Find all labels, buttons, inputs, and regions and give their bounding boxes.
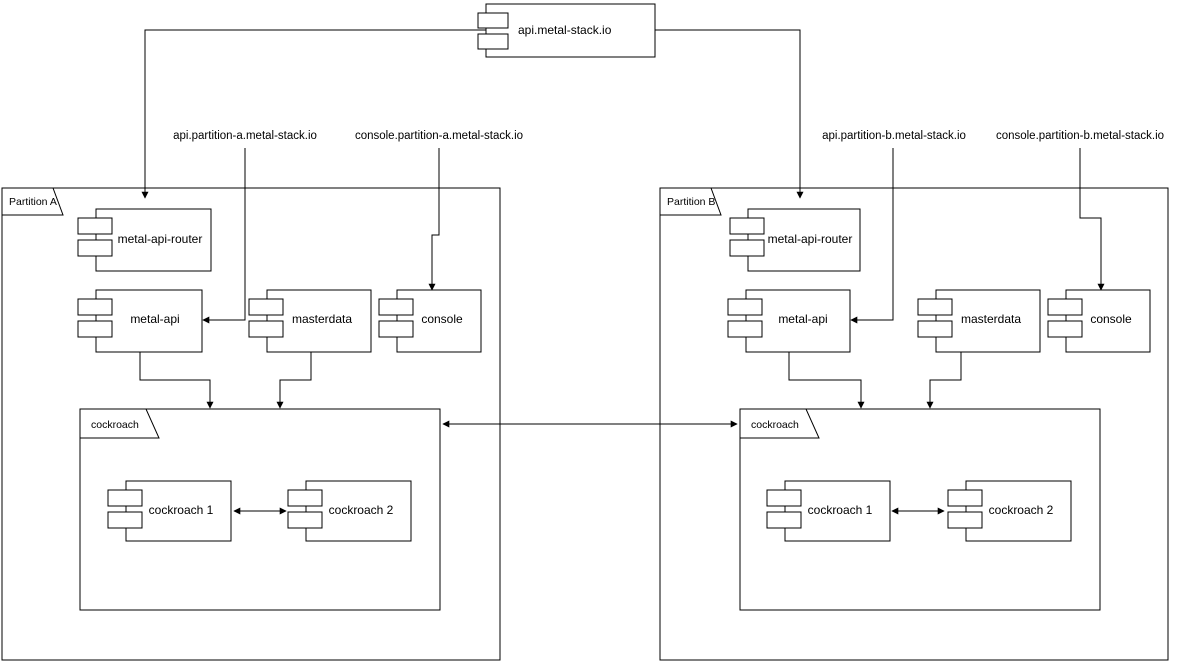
component-label: cockroach 1 <box>808 503 873 517</box>
uml-component-icon <box>727 298 763 338</box>
uml-component-icon <box>1047 298 1083 338</box>
uml-component-icon <box>729 217 765 257</box>
uml-component-icon <box>248 298 284 338</box>
partition-a[interactable]: Partition A metal-api-router metal-api <box>1 187 501 661</box>
component-label: metal-api-router <box>118 232 203 246</box>
connector-masterdata-b-to-cockroach <box>926 352 962 409</box>
edge-label-layer: api.partition-a.metal-stack.io console.p… <box>173 130 1164 142</box>
cockroach-container-a[interactable]: cockroach cockroach 1 cockroach 2 <box>79 408 441 611</box>
component-metal-api-a[interactable]: metal-api <box>77 289 203 353</box>
partition-a-tab <box>1 187 64 216</box>
cockroach-container-b[interactable]: cockroach cockroach 1 cockroach 2 <box>739 408 1101 611</box>
component-label: metal-api <box>130 312 179 326</box>
partition-b-tab <box>659 187 722 216</box>
component-label: cockroach 2 <box>989 503 1054 517</box>
component-cockroach-1-b[interactable]: cockroach 1 <box>766 480 891 542</box>
component-cockroach-2-b[interactable]: cockroach 2 <box>947 480 1072 542</box>
connector-api-b-to-metal-api <box>850 148 894 324</box>
uml-component-icon <box>947 489 983 529</box>
component-masterdata-a[interactable]: masterdata <box>248 289 372 353</box>
cockroach-a-tab <box>79 408 160 439</box>
component-cockroach-1-a[interactable]: cockroach 1 <box>107 480 232 542</box>
connector-metal-api-b-to-cockroach <box>788 352 865 409</box>
partition-b-tab-label: Partition B <box>667 196 715 208</box>
cockroach-b-tab <box>739 408 820 439</box>
edge-label-console-partition-a: console.partition-a.metal-stack.io <box>355 130 523 142</box>
cockroach-b-tab-label: cockroach <box>751 419 799 431</box>
connector-api-a-to-metal-api <box>202 148 246 324</box>
component-metal-api-b[interactable]: metal-api <box>727 289 851 353</box>
cockroach-b-boundary <box>739 408 1101 611</box>
component-label: api.metal-stack.io <box>518 23 612 37</box>
component-label: console <box>1090 312 1132 326</box>
edge-label-console-partition-b: console.partition-b.metal-stack.io <box>996 130 1164 142</box>
uml-component-icon <box>917 298 953 338</box>
cockroach-a-tab-label: cockroach <box>91 419 139 431</box>
uml-component-icon <box>77 298 113 338</box>
partition-a-boundary <box>1 187 501 661</box>
edge-label-api-partition-b: api.partition-b.metal-stack.io <box>822 130 966 142</box>
partition-b-boundary <box>659 187 1169 661</box>
connector-masterdata-a-to-cockroach <box>276 352 312 409</box>
connector-console-b-to-console <box>1079 148 1105 291</box>
component-metal-api-router-b[interactable]: metal-api-router <box>729 208 861 272</box>
component-label: metal-api-router <box>768 232 853 246</box>
uml-component-icon <box>287 489 323 529</box>
cockroach-a-boundary <box>79 408 441 611</box>
connector-root-to-router-b <box>655 29 804 199</box>
component-console-b[interactable]: console <box>1047 289 1151 353</box>
connector-layer <box>139 29 1105 515</box>
connector-console-a-to-console <box>428 148 440 291</box>
component-masterdata-b[interactable]: masterdata <box>917 289 1041 353</box>
component-cockroach-2-a[interactable]: cockroach 2 <box>287 480 412 542</box>
uml-component-icon <box>477 12 509 50</box>
component-label: console <box>421 312 463 326</box>
edge-label-api-partition-a: api.partition-a.metal-stack.io <box>173 130 317 142</box>
uml-component-icon <box>766 489 802 529</box>
component-console-a[interactable]: console <box>378 289 482 353</box>
component-label: cockroach 1 <box>149 503 214 517</box>
component-label: metal-api <box>778 312 827 326</box>
uml-component-icon <box>107 489 143 529</box>
component-api-metal-stack-io[interactable]: api.metal-stack.io <box>477 3 656 58</box>
component-label: masterdata <box>961 312 1021 326</box>
connector-root-to-router-a <box>141 29 486 199</box>
partition-a-tab-label: Partition A <box>9 196 57 208</box>
component-label: masterdata <box>292 312 352 326</box>
uml-component-icon <box>378 298 414 338</box>
partition-b[interactable]: Partition B metal-api-router metal-api <box>659 187 1169 661</box>
connector-metal-api-a-to-cockroach <box>139 352 214 409</box>
component-label: cockroach 2 <box>329 503 394 517</box>
uml-component-icon <box>77 217 113 257</box>
component-metal-api-router-a[interactable]: metal-api-router <box>77 208 212 272</box>
